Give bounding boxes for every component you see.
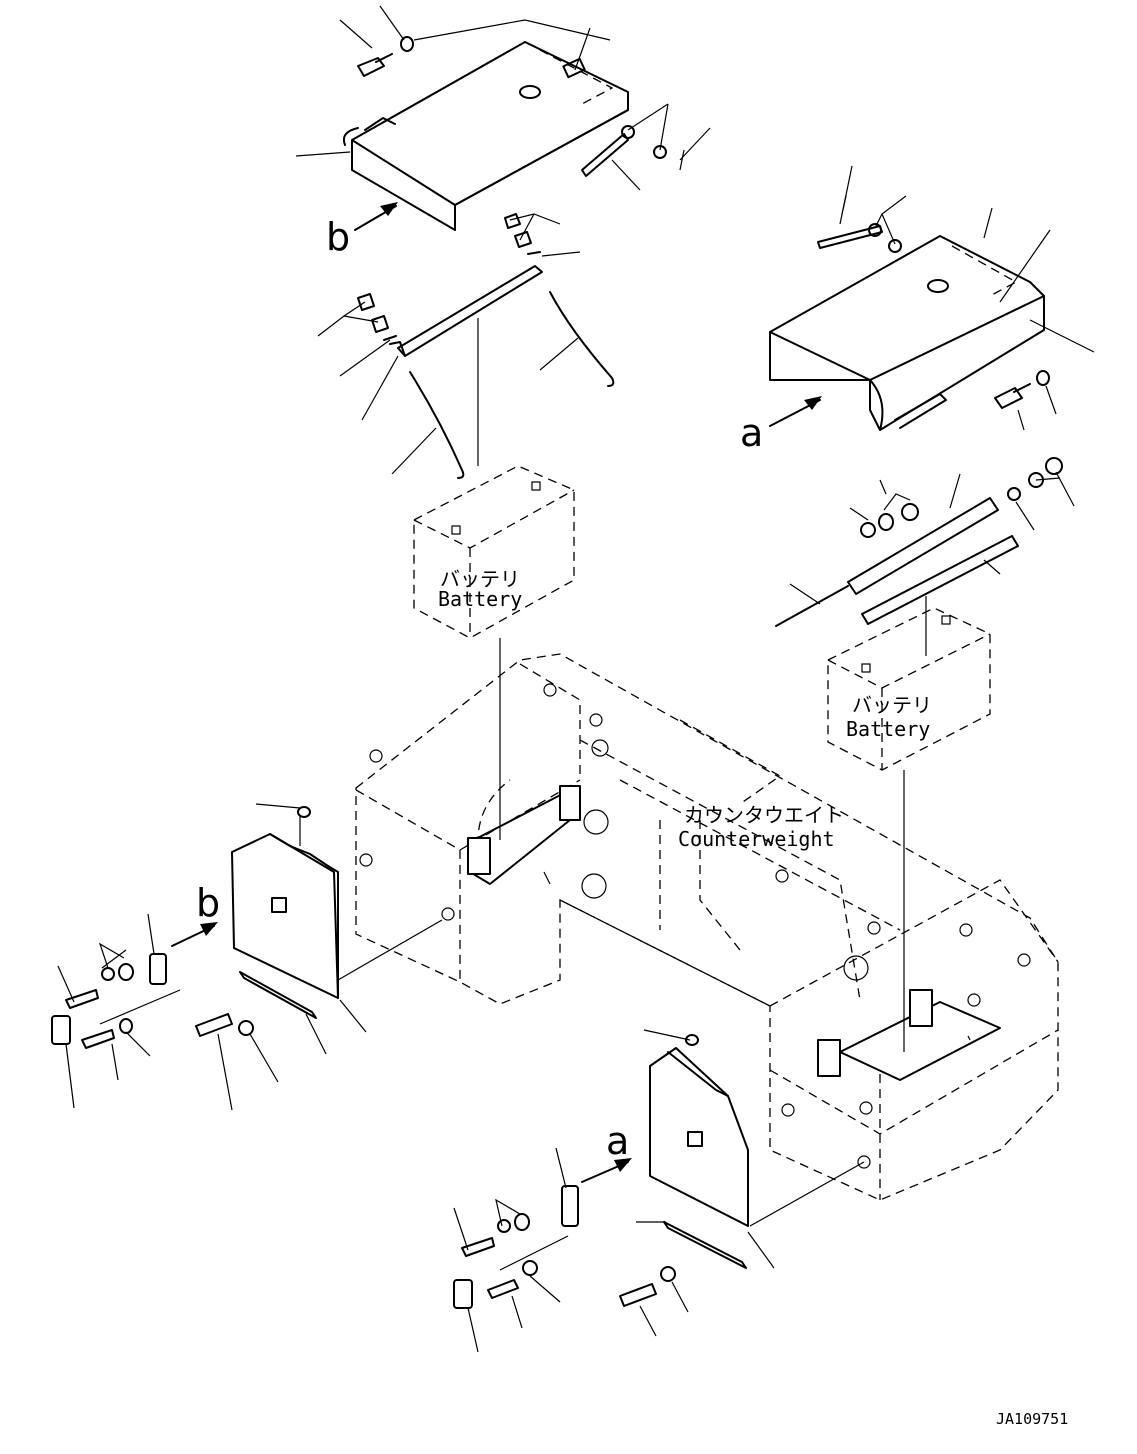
counterweight: カウンタウエイト Counterweight: [355, 653, 1059, 1201]
bolt-top-left: [357, 36, 414, 77]
lock-left: [51, 953, 254, 1049]
battery-cover-left: [342, 41, 629, 231]
lock-right: [453, 1185, 676, 1309]
battery-tray-right: [817, 989, 1001, 1081]
counterweight-label-en: Counterweight: [678, 827, 835, 851]
battery-cover-right: [769, 235, 1045, 431]
battery-clamp-right: [775, 457, 1063, 627]
battery-left: バッテリ Battery: [413, 465, 575, 639]
battery-right-label-en: Battery: [846, 717, 930, 741]
battery-left-label-en: Battery: [438, 587, 522, 611]
side-cover-right: [649, 1034, 749, 1269]
view-a-side-letter: a: [606, 1119, 629, 1163]
view-a-top-letter: a: [740, 411, 763, 455]
battery-tray-left: [467, 785, 581, 885]
bolt-right: [994, 370, 1050, 409]
battery-clamp-left: [357, 265, 543, 357]
view-arrow-a-top: a: [740, 396, 822, 455]
battery-right: バッテリ Battery: [827, 607, 991, 771]
battery-right-label-ja: バッテリ: [852, 693, 932, 717]
view-arrow-b-top: b: [326, 202, 398, 259]
stay-rod-right: [817, 223, 902, 253]
leader-lines: [57, 5, 1095, 1353]
view-arrow-a-side: a: [581, 1119, 632, 1183]
hook-bolts-left: [409, 291, 615, 479]
counterweight-label-ja: カウンタウエイト: [684, 803, 844, 827]
stay-rod-top: [581, 125, 667, 177]
drawing-code: JA109751: [996, 1410, 1068, 1428]
side-cover-left: [231, 806, 339, 1019]
view-b-side-letter: b: [196, 881, 220, 925]
view-b-top-letter: b: [326, 215, 350, 259]
battery-left-label-ja: バッテリ: [440, 567, 520, 591]
view-arrow-b-side: b: [171, 881, 220, 947]
